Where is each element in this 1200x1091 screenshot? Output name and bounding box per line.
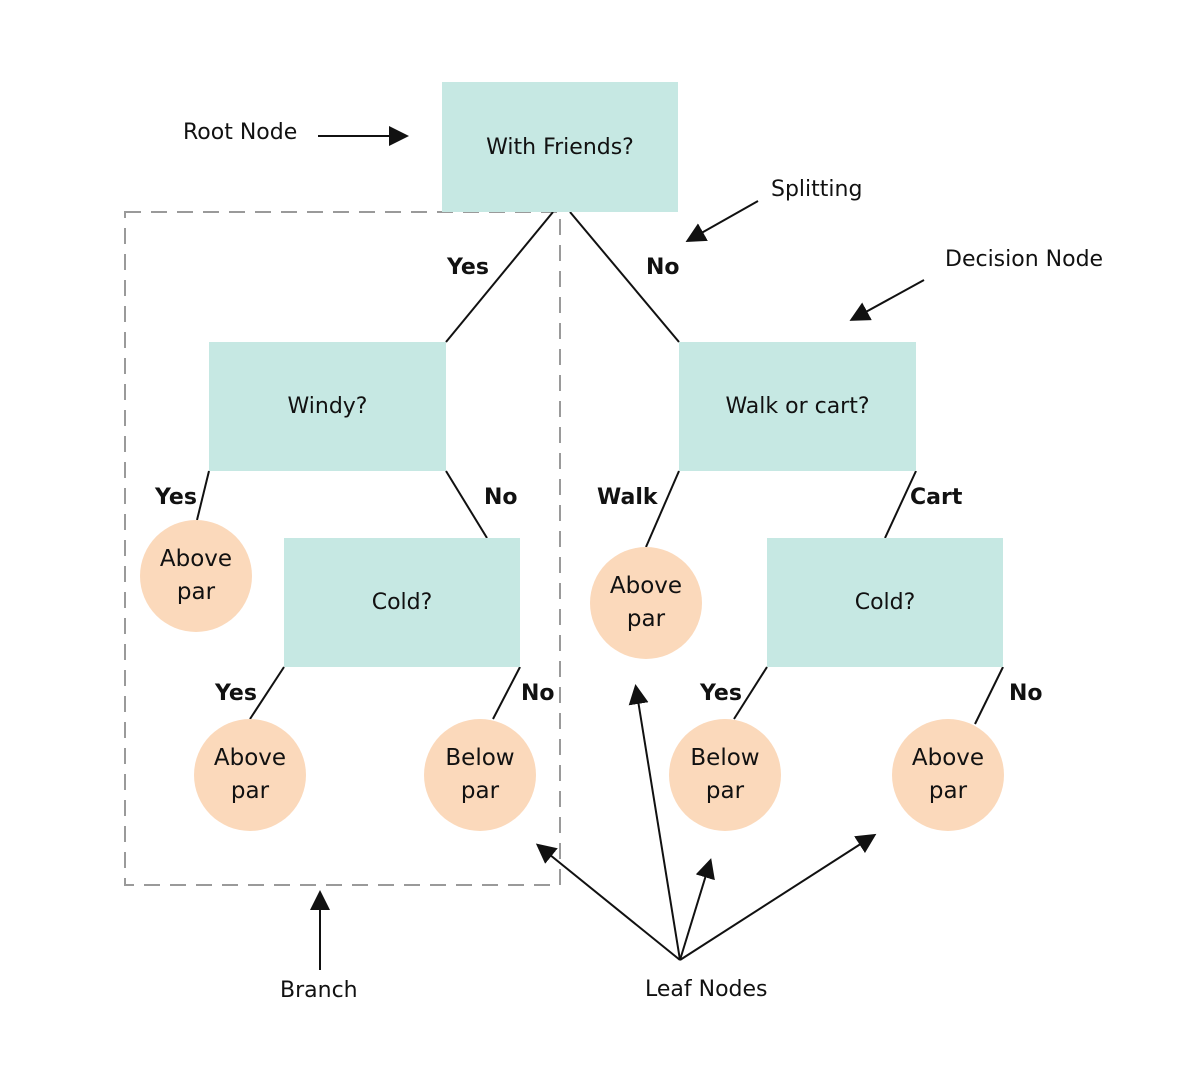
leaf-label-line-2: par	[460, 778, 500, 804]
edge-cold-right-no	[974, 666, 1004, 725]
decision-node-windy: Windy?	[209, 342, 446, 471]
edge-label-cold-left-yes: Yes	[215, 681, 257, 706]
edge-cold-right-yes	[733, 666, 768, 720]
edge-label-root-yes: Yes	[447, 255, 489, 280]
edge-label-cart: Cart	[910, 485, 963, 510]
edge-windy-yes	[196, 470, 210, 521]
edge-label-windy-yes: Yes	[155, 485, 197, 510]
decision-node-walk-or-cart: Walk or cart?	[679, 342, 916, 471]
leaf-label-line-2: par	[705, 778, 745, 804]
edge-label-cold-right-yes: Yes	[700, 681, 742, 706]
edge-label-windy-no: No	[484, 485, 518, 510]
leaf-node-above-par: Above par	[892, 719, 1004, 831]
leaf-label-line-2: par	[626, 606, 666, 632]
leaf-arrow-2	[628, 684, 681, 961]
edge-root-yes	[445, 211, 554, 343]
leaf-arrow-3	[679, 858, 715, 961]
decision-node-arrow	[849, 279, 925, 321]
leaf-node-above-par: Above par	[140, 520, 252, 632]
leaf-node-below-par: Below par	[669, 719, 781, 831]
edge-walk	[645, 470, 680, 548]
callout-splitting: Splitting	[771, 177, 863, 202]
leaf-label-line-1: Above	[609, 573, 683, 599]
callout-decision-node: Decision Node	[945, 247, 1104, 272]
leaf-label-line-1: Above	[159, 546, 233, 572]
branch-boundary	[124, 211, 561, 886]
edge-cold-left-yes	[249, 666, 285, 720]
leaf-arrow-4	[679, 833, 877, 961]
leaf-label-line-1: Above	[911, 745, 985, 771]
leaf-label-line-1: Below	[690, 745, 760, 771]
callout-leaf-nodes: Leaf Nodes	[645, 977, 768, 1002]
leaf-node-above-par: Above par	[194, 719, 306, 831]
edge-cold-left-no	[492, 666, 521, 720]
leaf-node-above-par: Above par	[590, 547, 702, 659]
edge-label-cold-right-no: No	[1009, 681, 1043, 706]
edge-label-cold-left-no: No	[521, 681, 555, 706]
leaf-label-line-1: Below	[445, 745, 515, 771]
edge-label-walk: Walk	[597, 485, 658, 510]
decision-node-cold-right: Cold?	[767, 538, 1003, 667]
leaf-label-line-2: par	[928, 778, 968, 804]
leaf-node-below-par: Below par	[424, 719, 536, 831]
edge-cart	[884, 470, 917, 539]
splitting-arrow	[685, 200, 759, 242]
leaf-label-line-2: par	[230, 778, 270, 804]
leaf-label-line-1: Above	[213, 745, 287, 771]
callout-root-node: Root Node	[183, 120, 298, 145]
leaf-label-line-2: par	[176, 579, 216, 605]
edge-windy-no	[445, 470, 488, 539]
edge-root-no	[569, 211, 680, 343]
decision-node-cold-left: Cold?	[284, 538, 520, 667]
edge-label-root-no: No	[646, 255, 680, 280]
root-node: With Friends?	[442, 82, 678, 212]
leaf-arrow-1	[535, 843, 681, 961]
callout-branch: Branch	[280, 978, 358, 1003]
